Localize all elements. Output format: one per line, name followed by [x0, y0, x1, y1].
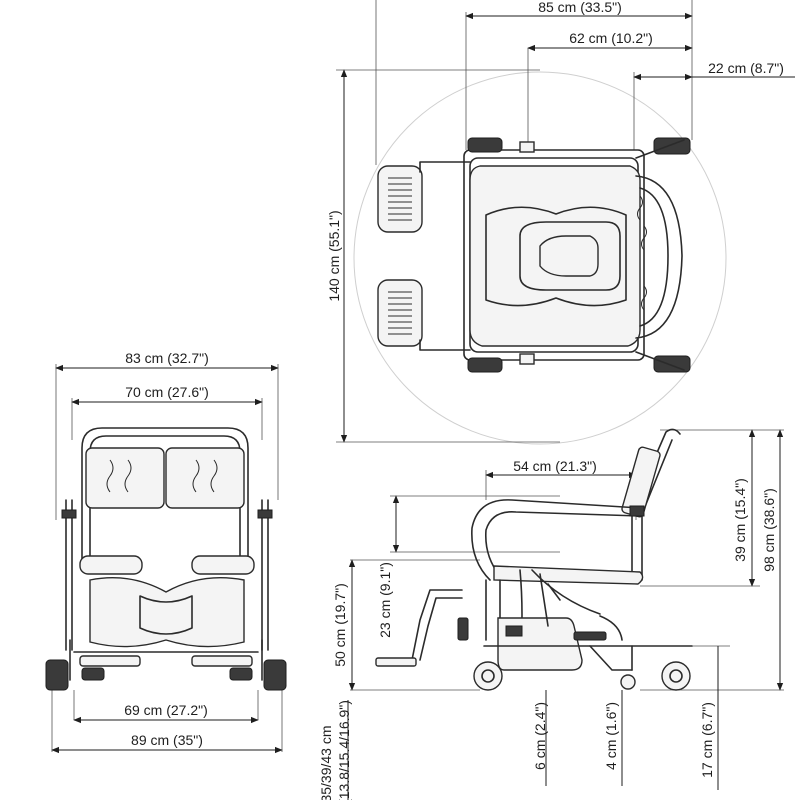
side-view: 54 cm (21.3") 39 cm (15.4") 98 cm (38.6"…: [318, 428, 784, 800]
label-seat-height: 50 cm (19.7"): [332, 583, 348, 667]
label-top-inner: 62 cm (10.2"): [569, 30, 653, 46]
label-front-inner: 70 cm (27.6"): [125, 384, 209, 400]
chair-side: [375, 428, 693, 691]
label-top-length: 140 cm (55.1"): [326, 210, 342, 301]
label-base-height: 17 cm (6.7"): [699, 702, 715, 778]
label-seat-adjust-a: 35/39/43 cm: [318, 725, 334, 800]
chair-top: [377, 137, 691, 373]
label-front-total: 89 cm (35"): [131, 732, 203, 748]
turning-circle: [353, 71, 727, 445]
label-footrest-clear: 6 cm (2.4"): [532, 702, 548, 770]
label-back-height: 39 cm (15.4"): [732, 478, 748, 562]
label-seat-depth: 54 cm (21.3"): [513, 458, 597, 474]
front-view: 83 cm (32.7") 70 cm (27.6") 69 cm (27.2"…: [45, 350, 287, 754]
chair-front: [45, 427, 287, 691]
label-total-height: 98 cm (38.6"): [761, 488, 777, 572]
label-wheel-clear: 4 cm (1.6"): [603, 702, 619, 770]
label-front-base: 69 cm (27.2"): [124, 702, 208, 718]
label-seat-to-arm: 23 cm (9.1"): [377, 562, 393, 638]
label-seat-adjust-b: (13.8/15.4/16.9"): [336, 700, 352, 800]
label-front-outer: 83 cm (32.7"): [125, 350, 209, 366]
label-top-width: 85 cm (33.5"): [538, 0, 622, 15]
top-view: 85 cm (33.5") 62 cm (10.2") 22 cm (8.7")…: [326, 0, 795, 445]
label-top-offset: 22 cm (8.7"): [708, 60, 784, 76]
